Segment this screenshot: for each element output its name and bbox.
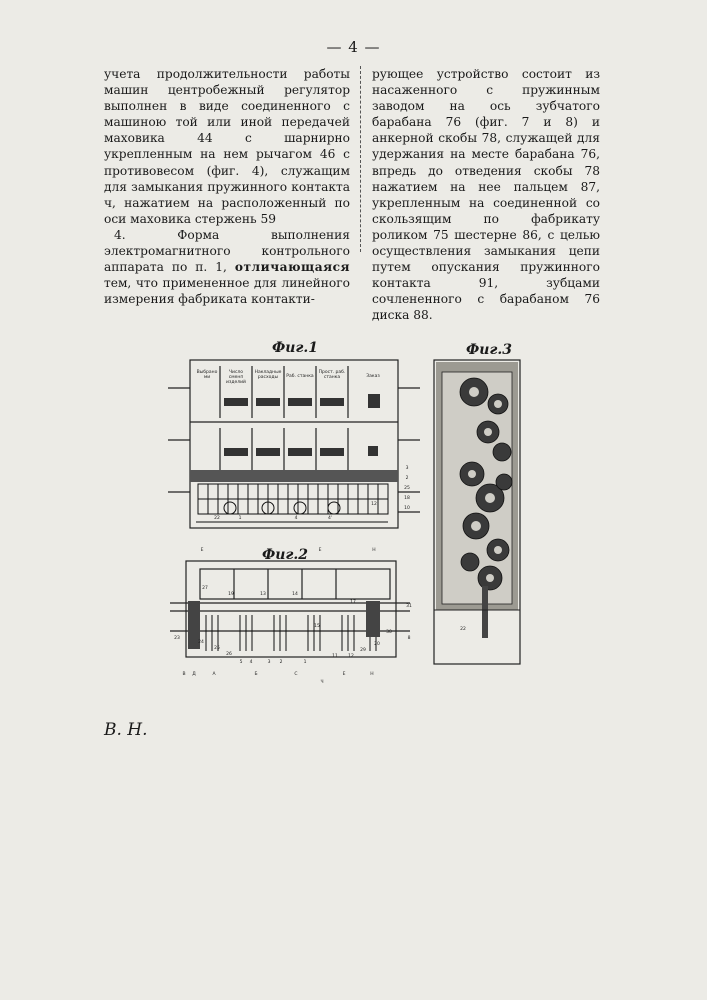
fig2-ref-letter: Е bbox=[340, 672, 348, 677]
fig2-ref-number: 11 bbox=[330, 654, 340, 659]
fig2-ref-number: 1 bbox=[300, 660, 310, 665]
fig2-ref-number: 12 bbox=[346, 654, 356, 659]
fig2-ref-number: 4 bbox=[246, 660, 256, 665]
fig2-ref-number: 30 bbox=[384, 630, 394, 635]
fig1-header-cell: Заказ bbox=[350, 374, 396, 379]
fig2-ref-number: 26 bbox=[224, 652, 234, 657]
fig1-ref-number: 25 bbox=[402, 486, 412, 491]
fig1-ref-number: 10 bbox=[402, 506, 412, 511]
fig2-ref-number: 27 bbox=[200, 586, 210, 591]
fig1-header-cell: Выбрано ми bbox=[193, 370, 221, 380]
fig2-ref-letter: Н bbox=[368, 672, 376, 677]
left-text-column: учета продолжительности работы машин цен… bbox=[104, 66, 350, 307]
fig2-ref-number: 2 bbox=[276, 660, 286, 665]
fig2-ref-number: 23 bbox=[172, 636, 182, 641]
fig1-ref-number: 22 bbox=[212, 516, 222, 521]
claim-rest: тем, что примененное для линейного измер… bbox=[104, 276, 350, 306]
fig1-ref-number: 4 bbox=[292, 516, 300, 521]
fig2-ref-letter: Ч bbox=[318, 680, 326, 685]
paragraph: учета продолжительности работы машин цен… bbox=[104, 66, 350, 227]
column-divider bbox=[360, 66, 361, 252]
fig2-ref-number: 3 bbox=[264, 660, 274, 665]
fig3-ref-number: 22 bbox=[458, 627, 468, 632]
fig2-drawing bbox=[170, 555, 410, 667]
page-number: — 4 — bbox=[0, 38, 707, 56]
fig2-ref-number: H bbox=[370, 548, 378, 553]
fig2-svg bbox=[170, 555, 410, 667]
paragraph: рующее устройство состоит из насаженного… bbox=[372, 66, 600, 324]
fig2-ref-number: 13 bbox=[258, 592, 268, 597]
fig2-ref-number: 25 bbox=[212, 646, 222, 651]
fig2-ref-number: 8 bbox=[404, 636, 414, 641]
fig3-svg bbox=[432, 356, 524, 668]
fig2-ref-number: 20 bbox=[372, 642, 382, 647]
fig2-ref-letter: А bbox=[210, 672, 218, 677]
fig1-header-cell: Прост. раб. станка bbox=[317, 370, 347, 380]
fig2-ref-number: 5 bbox=[236, 660, 246, 665]
right-text-column: рующее устройство состоит из насаженного… bbox=[372, 66, 600, 324]
fig1-header-cell: Раб. станка bbox=[285, 374, 315, 379]
fig1-ref-number: 12 bbox=[370, 502, 378, 507]
fig1-ref-number: 2 bbox=[402, 476, 412, 481]
fig2-ref-letter: Д bbox=[190, 672, 198, 677]
fig2-ref-number: E bbox=[316, 548, 324, 553]
fig1-ref-number: 4' bbox=[326, 516, 334, 521]
fig2-ref-number: 14 bbox=[290, 592, 300, 597]
fig1-header-cell: Число сменп изделий bbox=[221, 370, 251, 385]
fig1-ref-number: 3 bbox=[402, 466, 412, 471]
fig2-ref-number: E bbox=[198, 548, 206, 553]
claim-paragraph: 4. Форма выполнения электромагнитного ко… bbox=[104, 227, 350, 307]
fig2-ref-number: 19 bbox=[226, 592, 236, 597]
fig2-ref-letter: В bbox=[180, 672, 188, 677]
fig3-drawing bbox=[432, 356, 524, 668]
fig2-ref-number: 15 bbox=[312, 624, 322, 629]
fig2-ref-number: 29 bbox=[358, 648, 368, 653]
fig1-header-cell: Накладные расходы bbox=[253, 370, 283, 380]
fig2-ref-letter: Б bbox=[252, 672, 260, 677]
claim-emphasis: отличающаяся bbox=[235, 260, 350, 274]
signature: В. Н. bbox=[104, 720, 148, 740]
fig2-ref-number: 24 bbox=[196, 640, 206, 645]
fig2-ref-number: 17 bbox=[348, 600, 358, 605]
fig1-ref-number: 18 bbox=[402, 496, 412, 501]
fig2-ref-number: 31 bbox=[404, 604, 414, 609]
fig2-ref-letter: С bbox=[292, 672, 300, 677]
fig1-ref-number: 1 bbox=[236, 516, 244, 521]
